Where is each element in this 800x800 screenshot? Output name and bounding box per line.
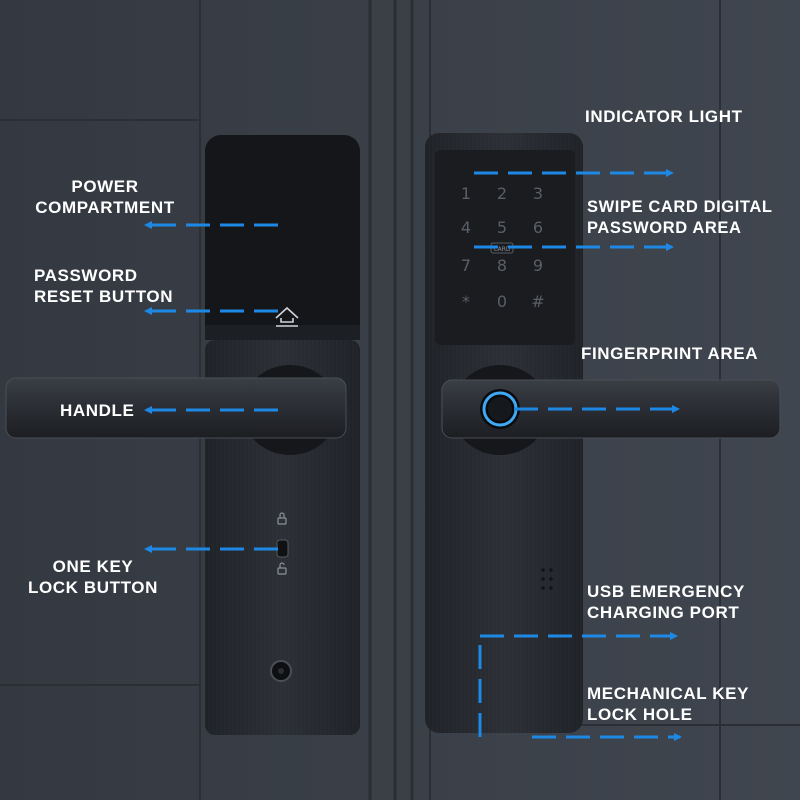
- label-line: INDICATOR LIGHT: [585, 107, 743, 126]
- keypad-key: 2: [497, 184, 507, 203]
- battery-cover: [205, 135, 360, 340]
- label-line: SWIPE CARD DIGITAL: [587, 198, 773, 216]
- keypad-key: 8: [497, 256, 507, 275]
- label-password-reset: PASSWORD RESET BUTTON: [34, 265, 173, 307]
- label-fingerprint: FINGERPRINT AREA: [581, 343, 758, 364]
- label-line: PASSWORD AREA: [587, 219, 742, 237]
- keypad-key: 5: [497, 218, 507, 237]
- keypad-key: 7: [461, 256, 471, 275]
- inner-keyhole-icon: [270, 660, 292, 682]
- fingerprint-sensor-icon: [480, 389, 520, 429]
- label-swipe-card: SWIPE CARD DIGITAL PASSWORD AREA: [587, 197, 773, 239]
- label-handle: HANDLE: [60, 400, 134, 421]
- inner-handle: [5, 377, 347, 439]
- keypad-key: 1: [461, 184, 471, 203]
- label-one-key-lock: ONE KEY LOCK BUTTON: [18, 556, 168, 598]
- speaker-grille: [541, 568, 553, 590]
- keypad-key: 0: [497, 292, 507, 311]
- label-line: HANDLE: [60, 401, 135, 420]
- label-line: USB EMERGENCY: [587, 582, 745, 601]
- battery-cover-edge: [205, 325, 360, 340]
- keypad-panel: [435, 150, 575, 345]
- label-usb-port: USB EMERGENCY CHARGING PORT: [587, 581, 745, 623]
- outer-handle: [441, 379, 781, 439]
- label-mechanical-key: MECHANICAL KEY LOCK HOLE: [587, 683, 749, 725]
- label-line: ONE KEY: [52, 557, 134, 576]
- label-line: POWER: [71, 177, 139, 196]
- label-line: PASSWORD: [34, 266, 138, 285]
- keypad-key: 3: [533, 184, 543, 203]
- keypad-key: 9: [533, 256, 543, 275]
- label-line: COMPARTMENT: [35, 198, 175, 217]
- lock-icon: [277, 512, 287, 525]
- label-power-compartment: POWER COMPARTMENT: [30, 176, 180, 218]
- callout-arrows: [144, 169, 682, 742]
- label-line: FINGERPRINT AREA: [581, 344, 759, 363]
- label-line: MECHANICAL KEY: [587, 684, 750, 703]
- label-line: CHARGING PORT: [587, 603, 740, 622]
- unlock-icon: [277, 562, 287, 575]
- keypad-key: 6: [533, 218, 543, 237]
- keypad: 1 2 3 4 5 6 7 8 9 * 0 # CARD: [461, 184, 545, 311]
- label-line: LOCK BUTTON: [28, 578, 158, 597]
- one-key-lock-switch: [276, 539, 289, 558]
- label-line: RESET BUTTON: [34, 287, 174, 306]
- up-arrow-icon: [275, 306, 299, 327]
- label-indicator-light: INDICATOR LIGHT: [585, 106, 743, 127]
- card-label: CARD: [493, 246, 510, 253]
- keypad-key: *: [462, 292, 470, 311]
- keypad-key: 4: [461, 218, 471, 237]
- label-line: LOCK HOLE: [587, 705, 693, 724]
- keypad-key: #: [531, 292, 544, 311]
